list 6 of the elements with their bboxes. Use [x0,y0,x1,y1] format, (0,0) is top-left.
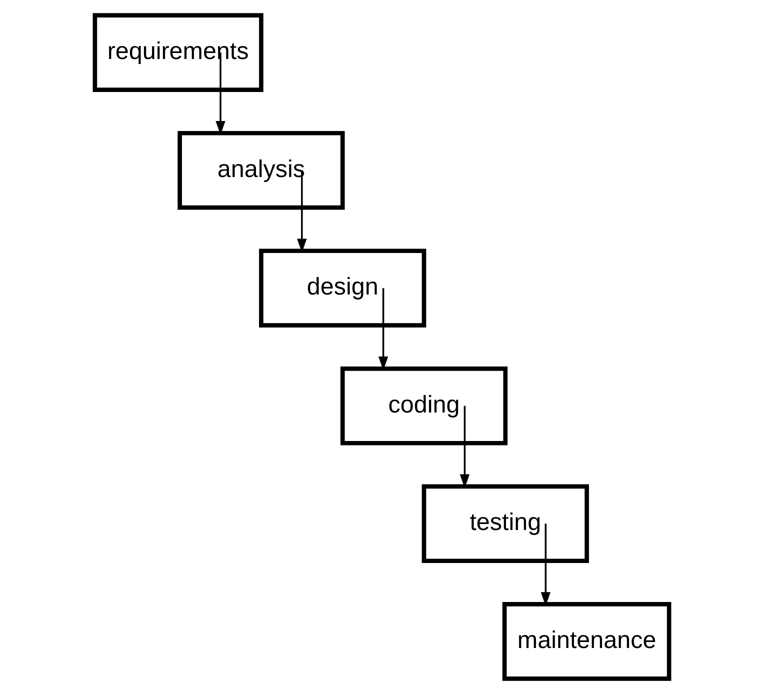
node-box: requirements [92,13,264,92]
node-box: analysis [178,130,345,210]
node-box: design [259,248,426,328]
node-box: testing [422,484,589,564]
node-box: coding [340,366,508,446]
node-box: maintenance [502,602,672,681]
